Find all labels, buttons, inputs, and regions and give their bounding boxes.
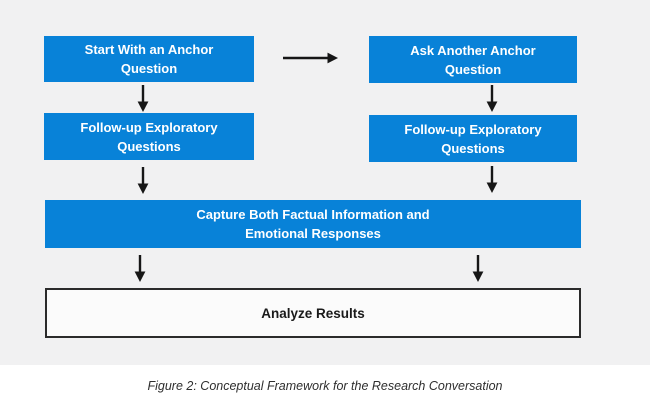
node-analyze-results: Analyze Results [45,288,581,338]
arrow-right-icon [283,52,338,64]
arrow-down-icon [137,85,149,112]
arrow-down-icon [137,167,149,194]
node-ask-another-anchor-question: Ask Another Anchor Question [369,36,577,83]
node-followup-exploratory-left: Follow-up Exploratory Questions [44,113,254,160]
node-start-anchor-question: Start With an Anchor Question [44,36,254,82]
arrow-down-icon [472,255,484,282]
arrow-down-icon [486,166,498,193]
figure-caption: Figure 2: Conceptual Framework for the R… [147,379,503,393]
node-capture-factual-emotional: Capture Both Factual Information and Emo… [45,200,581,248]
node-followup-exploratory-right: Follow-up Exploratory Questions [369,115,577,162]
arrow-down-icon [134,255,146,282]
arrow-down-icon [486,85,498,112]
